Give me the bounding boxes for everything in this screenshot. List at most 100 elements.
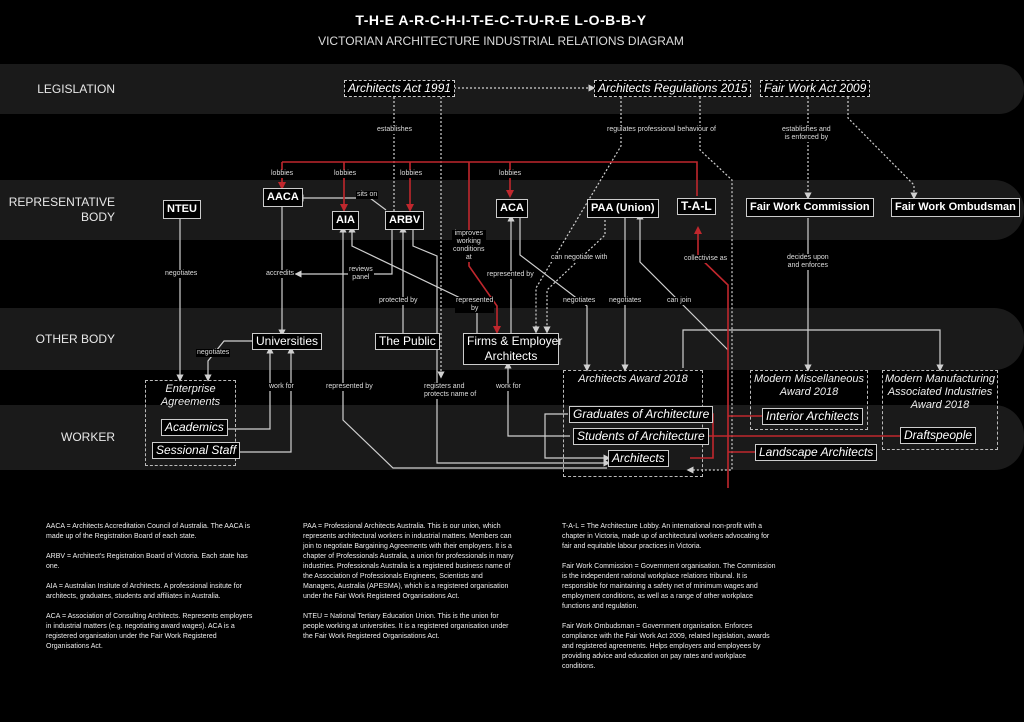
edge-graduates-architects <box>544 413 611 462</box>
label-reviews-1: reviews <box>349 266 373 273</box>
node-landscape-architects[interactable]: Landscape Architects <box>755 444 878 461</box>
node-sessional-staff[interactable]: Sessional Staff <box>152 442 241 459</box>
node-architects-regulations[interactable]: Architects Regulations 2015 <box>594 80 752 97</box>
label-lobbies-arbv: lobbies <box>399 170 424 178</box>
ea-line1: Enterprise <box>165 383 216 395</box>
label-decides-1: decides upon <box>787 254 829 261</box>
node-paa[interactable]: PAA (Union) <box>587 199 659 218</box>
label-work-for-firms: work for <box>495 383 522 391</box>
node-academics[interactable]: Academics <box>161 419 228 436</box>
label-reviews-panel: reviews panel <box>348 266 374 282</box>
edge-firms-represented-aia <box>348 225 478 333</box>
page-title: T-H-E A-R-C-H-I-T-E-C-T-U-R-E L-O-B-B-Y <box>355 12 647 28</box>
edge-workers-collectivise-tal <box>694 226 729 488</box>
label-fw-establishes: establishes and is enforced by <box>781 126 832 142</box>
ea-line2: Agreements <box>160 396 221 408</box>
node-fair-work-commission[interactable]: Fair Work Commission <box>746 198 874 217</box>
group-architects-award[interactable]: Architects Award 2018 <box>563 370 703 477</box>
node-students[interactable]: Students of Architecture <box>573 428 709 445</box>
edge-fwa-fwo <box>847 97 918 200</box>
edge-arbv-reviews-panel <box>294 229 393 278</box>
label-lobbies-aca: lobbies <box>498 170 523 178</box>
edge-regs-architects <box>686 97 733 474</box>
label-can-negotiate: can negotiate with <box>550 254 609 262</box>
edge-improves-firms <box>468 162 501 334</box>
row-label-legislation: LEGISLATION <box>37 82 115 96</box>
label-accredits: accredits <box>265 270 296 278</box>
label-establishes: establishes <box>376 126 414 134</box>
node-nteu[interactable]: NTEU <box>163 200 201 219</box>
edge-registers-architects <box>436 375 611 467</box>
node-interior-architects[interactable]: Interior Architects <box>762 408 863 425</box>
edge-architects-represented-aia <box>339 225 607 469</box>
label-represented-by-architects: represented by <box>325 383 374 391</box>
node-architects-act[interactable]: Architects Act 1991 <box>344 80 455 97</box>
edge-aca-negotiates-award <box>519 218 591 372</box>
label-registers: registers and protects name of <box>423 383 478 399</box>
notes-column-1: AACA = Architects Accreditation Council … <box>46 522 258 662</box>
label-improves-1: improves <box>454 230 483 237</box>
label-decides: decides upon and enforces <box>786 254 830 270</box>
label-universities-negotiates: negotiates <box>196 349 231 357</box>
edge-students-work-firms <box>504 361 570 437</box>
label-represented-firms-aia: represented by <box>455 297 495 313</box>
node-aaca[interactable]: AACA <box>263 188 303 207</box>
edge-sits-on-arbv <box>369 197 387 211</box>
row-label-representative: REPRESENTATIVE BODY <box>0 195 115 225</box>
firms-line2: Architects <box>484 349 538 363</box>
edge-paa-negotiate-firms <box>543 216 606 334</box>
label-represented-2: by <box>470 305 479 312</box>
node-graduates[interactable]: Graduates of Architecture <box>569 406 714 423</box>
label-decides-2: and enforces <box>787 262 829 269</box>
row-label-other-body: OTHER BODY <box>35 332 115 346</box>
edge-universities-negotiates-ea <box>204 340 252 382</box>
label-nteu-negotiates: negotiates <box>164 270 199 278</box>
misc-award-line2: Award 2018 <box>779 386 839 398</box>
label-registers-2: protects name of <box>424 391 477 398</box>
edge-academics-work-universities <box>220 346 274 430</box>
edge-regs-regulates <box>532 97 622 334</box>
node-aca[interactable]: ACA <box>496 199 528 218</box>
notes-column-3: T-A-L = The Architecture Lobby. An inter… <box>562 522 778 682</box>
edge-lobbies-bar <box>282 161 698 196</box>
architects-award-title: Architects Award 2018 <box>578 373 688 385</box>
edge-sessional-work-universities <box>237 346 295 453</box>
label-improves: improves working conditions at <box>452 230 486 262</box>
node-architects[interactable]: Architects <box>608 450 669 467</box>
note-aaca: AACA = Architects Accreditation Council … <box>46 523 250 540</box>
label-lobbies-aia: lobbies <box>333 170 358 178</box>
label-paa-negotiates: negotiates <box>608 297 643 305</box>
edge-award-branch <box>682 329 944 372</box>
label-improves-4: at <box>465 254 472 261</box>
label-represented-by-firms-aca: represented by <box>486 271 535 279</box>
node-fair-work-act[interactable]: Fair Work Act 2009 <box>760 80 871 97</box>
note-fwo: Fair Work Ombudsman = Government organis… <box>562 623 770 670</box>
node-fair-work-ombudsman[interactable]: Fair Work Ombudsman <box>891 198 1020 217</box>
node-universities[interactable]: Universities <box>252 333 323 350</box>
group-misc-award[interactable]: Modern Miscellaneous Award 2018 <box>750 370 868 430</box>
row-label-worker: WORKER <box>61 430 115 444</box>
label-improves-3: conditions <box>453 246 485 253</box>
label-sits-on: sits on <box>356 191 379 199</box>
label-reviews-2: panel <box>352 274 370 281</box>
group-manufacturing-award[interactable]: Modern Manufacturing Associated Industri… <box>882 370 998 450</box>
group-enterprise-agreements[interactable]: Enterprise Agreements <box>145 380 236 466</box>
node-the-public[interactable]: The Public <box>375 333 440 350</box>
label-improves-2: working <box>456 238 481 245</box>
notes-column-2: PAA = Professional Architects Australia.… <box>303 522 517 652</box>
label-fw-establishes-line2: is enforced by <box>784 134 829 141</box>
note-nteu: NTEU = National Tertiary Education Union… <box>303 613 509 640</box>
node-tal[interactable]: T-A-L <box>677 198 716 215</box>
note-tal: T-A-L = The Architecture Lobby. An inter… <box>562 523 770 550</box>
edge-award-can-join-paa <box>636 212 729 351</box>
node-aia[interactable]: AIA <box>332 211 359 230</box>
manuf-award-line1: Modern Manufacturing <box>884 373 996 385</box>
label-can-join: can join <box>666 297 693 305</box>
node-draftspeople[interactable]: Draftspeople <box>900 427 977 444</box>
label-registers-1: registers and <box>424 383 465 390</box>
note-aia: AIA = Australian Insitute of Architects.… <box>46 583 242 600</box>
label-regulates: regulates professional behaviour of <box>606 126 717 134</box>
node-firms-employer-architects[interactable]: Firms & Employer Architects <box>463 333 562 365</box>
label-represented-1: represented <box>456 297 494 304</box>
node-arbv[interactable]: ARBV <box>385 211 425 230</box>
